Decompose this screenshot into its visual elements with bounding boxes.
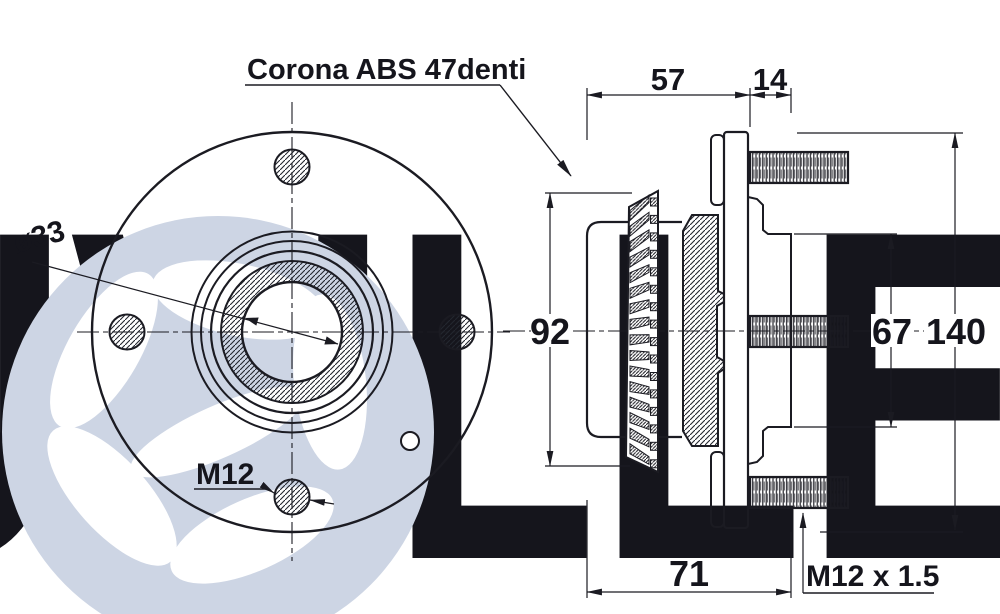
leader-abs-ring <box>245 84 572 177</box>
bearing-outline <box>585 220 682 439</box>
hub-section <box>682 214 725 447</box>
dim-text-14: 14 <box>753 62 788 97</box>
bolt-hole-top <box>273 148 311 186</box>
stud-middle <box>748 314 850 349</box>
labels: Corona ABS 47denti ø33 M12 57 14 92 67 1… <box>10 54 986 594</box>
seal-circle <box>200 240 384 424</box>
tone-ring-teeth <box>629 193 659 469</box>
flange-outer-circle <box>90 130 494 534</box>
stud-bottom <box>748 475 850 510</box>
stud-top <box>748 150 850 185</box>
dim-pilot-depth <box>749 88 792 113</box>
hub-pilot <box>747 195 792 466</box>
bolt-hole-right <box>438 313 476 351</box>
leader-bolt <box>194 481 335 506</box>
bearing-seat-circle <box>209 249 375 415</box>
brand-watermark: RUVILLE <box>0 133 1000 614</box>
dim-text-140: 140 <box>926 311 986 352</box>
bolt-hole-left <box>108 313 146 351</box>
race-outer-circle <box>220 260 364 404</box>
label-abs-ring: Corona ABS 47denti <box>247 54 526 86</box>
center-bore-circle <box>240 280 344 384</box>
leader-thread-spec <box>799 512 934 594</box>
label-thread-spec: M12 x 1.5 <box>806 560 939 593</box>
dim-text-71: 71 <box>669 553 709 594</box>
dimensions <box>31 84 988 598</box>
race-hatch-ring <box>221 261 363 403</box>
dim-text-57: 57 <box>651 62 685 97</box>
dim-text-67: 67 <box>872 311 912 352</box>
label-bolt-size: M12 <box>196 458 254 491</box>
bolt-hole-bottom <box>273 478 311 516</box>
wheel-studs <box>748 150 850 510</box>
leader-bore <box>31 261 339 345</box>
pilot-pin-hole <box>400 431 420 451</box>
tone-ring <box>624 189 659 474</box>
dim-overall-length <box>586 500 792 598</box>
hub-shoulder-circle <box>190 230 394 434</box>
dim-text-92: 92 <box>530 311 570 352</box>
